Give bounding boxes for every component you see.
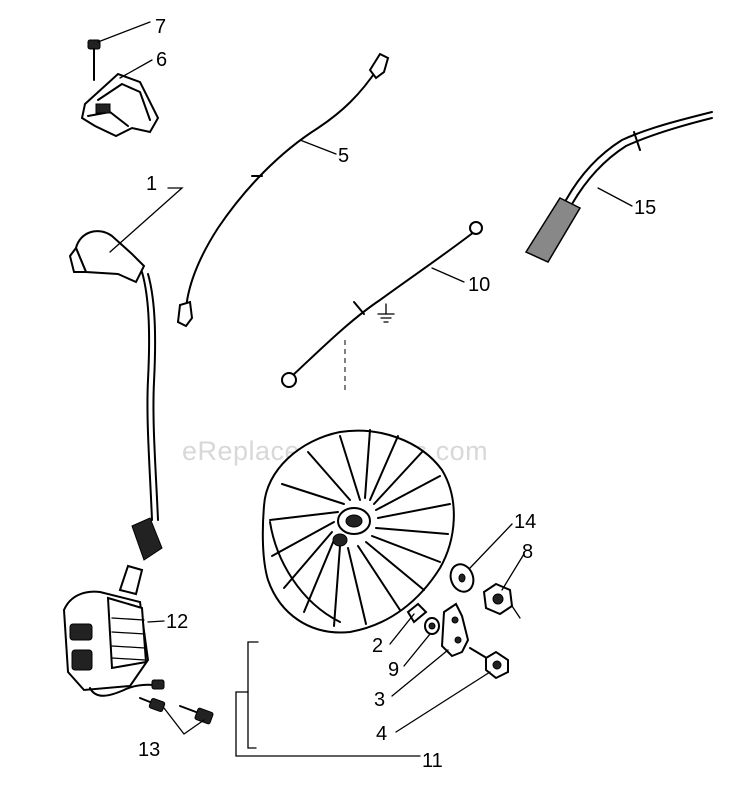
pawl-part-3 <box>440 602 470 658</box>
flywheel <box>261 429 455 634</box>
callout-3: 3 <box>374 689 385 711</box>
callouts: 7 6 1 5 15 10 14 8 12 2 9 3 4 13 11 <box>138 16 656 772</box>
callout-1: 1 <box>146 173 157 195</box>
leader-lines <box>97 21 633 735</box>
screw-part-7 <box>87 39 101 81</box>
callout-9: 9 <box>388 659 399 681</box>
callout-13: 13 <box>138 739 160 761</box>
callout-5: 5 <box>338 145 349 167</box>
callout-10: 10 <box>468 274 490 296</box>
bolt-part-4 <box>469 647 509 680</box>
ground-wire-part-10 <box>281 221 483 388</box>
ignition-coil-part-12 <box>62 564 161 697</box>
callout-7: 7 <box>155 16 166 38</box>
callout-4: 4 <box>376 723 387 745</box>
callout-6: 6 <box>156 49 167 71</box>
flywheel-fins <box>269 429 451 627</box>
bracket-part-6 <box>80 72 160 138</box>
callout-11: 11 <box>422 750 443 772</box>
screws-part-13 <box>139 679 214 725</box>
callout-12: 12 <box>166 611 188 633</box>
spark-plug-boot-part-1 <box>68 230 163 561</box>
callout-2: 2 <box>372 635 383 657</box>
washer-part-14 <box>449 563 475 593</box>
washer-part-9 <box>424 617 440 635</box>
callout-14: 14 <box>514 511 536 533</box>
nut-part-8 <box>482 582 521 619</box>
callout-15: 15 <box>634 197 656 219</box>
fuel-line-part-15 <box>524 111 713 263</box>
wire-part-5 <box>176 52 390 328</box>
callout-8: 8 <box>522 541 533 563</box>
key-part-2 <box>406 602 428 624</box>
bracket-11 <box>235 641 421 757</box>
